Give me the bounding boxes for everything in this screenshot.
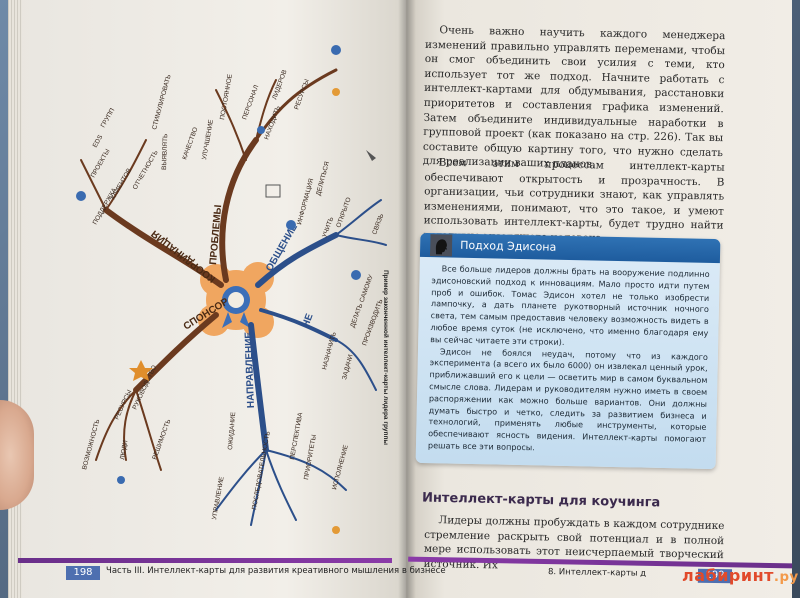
sub-label: ВЫЯВЛЯТЬ [161, 134, 169, 170]
sub-label: ЛЮДИ [119, 439, 129, 460]
mindmap-icons [76, 45, 376, 534]
paragraph-1-text: Очень важно научить каждого менеджера из… [422, 24, 726, 171]
thumb [0, 400, 34, 510]
sidebar-title: Подход Эдисона [460, 238, 557, 254]
left-footer: 198 Часть III. Интеллект-карты для разви… [18, 558, 446, 580]
sub-label: ПЕРСПЕКТИВА [289, 411, 304, 460]
sub-label: ПОСТОЯННОЕ [219, 73, 234, 120]
sub-label: ВОЗМОЖНОСТЬ [81, 419, 101, 471]
running-footer-left: Часть III. Интеллект-карты для развития … [106, 566, 446, 576]
sub-label: ПРОИЗВОДИТЬ [361, 298, 384, 346]
edison-sidebar: Подход Эдисона Все больше лидеров должны… [415, 232, 721, 470]
sub-label: EDS [92, 133, 105, 149]
sub-label: ИСПОЛНЕНИЕ [331, 444, 350, 491]
branch-label-problemy: ПРОБЛЕМЫ [208, 204, 224, 265]
sub-label: УПРАВЛЕНИЕ [211, 476, 226, 521]
branch-label-ne: НЕ [300, 312, 315, 329]
sidebar-paragraph-1: Все больше лидеров должны брать на воору… [430, 263, 710, 347]
sidebar-paragraph-2: Эдисон не боялся неудач, потому что из к… [427, 345, 709, 453]
sidebar-body: Все больше лидеров должны брать на воору… [428, 263, 710, 458]
sub-label: ПЕРСОНАЛ [241, 84, 260, 121]
mindmap-caption: Пример законченной интеллект-карты лидер… [382, 270, 390, 445]
running-footer-right: 8. Интеллект-карты д [547, 567, 647, 579]
branch-label-napravlenie: НАПРАВЛЕНИЕ [243, 331, 257, 408]
sub-label: ИНФОРМАЦИЯ [296, 177, 315, 225]
sub-label: ОТЧЕТНОСТЬ [132, 149, 160, 191]
sub-label: ГРУПП [100, 107, 117, 129]
sub-label: РЕШИМОСТЬ [151, 418, 172, 460]
paragraph-1: Очень важно научить каждого менеджера из… [423, 23, 726, 175]
sub-label: СТИМУЛИРОВАТЬ [151, 74, 172, 131]
footer-bar [18, 558, 392, 563]
book-spine-shadow [398, 0, 416, 598]
sub-label: ОЖИДАНИЕ [227, 411, 237, 450]
branch-label-koordinatsiya: КООРДИНАЦИЯ [149, 228, 217, 285]
watermark-main: лабиринт [682, 566, 774, 585]
sub-label: СВЯЗЬ [371, 213, 385, 236]
brown-branches [80, 68, 338, 471]
sub-label: НАЗНАЧИТЬ [321, 331, 338, 370]
head-silhouette-icon [429, 234, 453, 257]
watermark-logo: лабиринт.ру [682, 566, 799, 585]
sub-label: КАЧЕСТВО [181, 126, 199, 160]
sub-label: КЛИЕНТОВ [110, 167, 133, 201]
sub-label: ДЕЛИТЬСЯ [315, 160, 331, 196]
watermark-suffix: .ру [773, 570, 799, 585]
sub-label: НАХОДИТЬ [263, 105, 282, 141]
sub-label: ЗАДАЧИ [341, 354, 355, 381]
sub-label: ПРОЕКТЫ [90, 148, 112, 179]
sidebar-header: Подход Эдисона [419, 232, 721, 264]
blue-branches [215, 199, 387, 526]
sub-label: УЛУЧШЕНИЕ [201, 118, 215, 160]
page-number-left: 198 [66, 566, 100, 580]
sub-label: ПРИОРИТЕТЫ [303, 434, 318, 481]
sub-label: ПОСЛЕДОВАТЕЛЬНОСТЬ [251, 431, 272, 511]
mind-map: КООРДИНАЦИЯ ПРОБЛЕМЫ СПОНСОР ОБЩЕНИЕ НЕ … [76, 45, 390, 534]
